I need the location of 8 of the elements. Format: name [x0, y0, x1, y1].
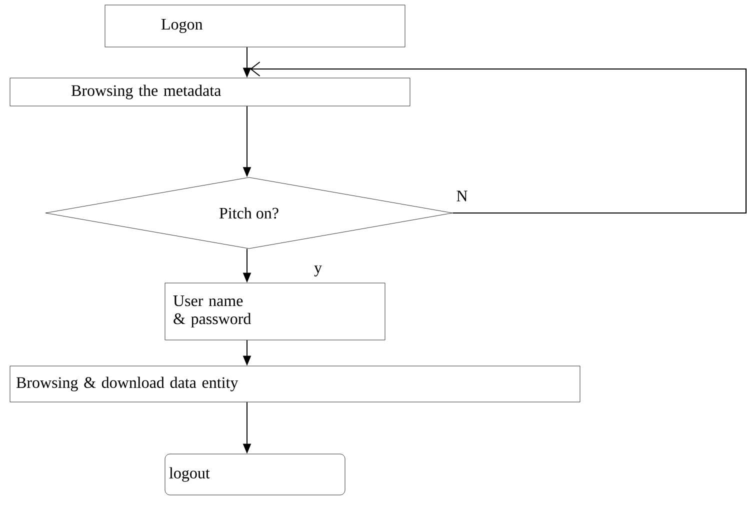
terminal-box: logout — [164, 454, 346, 496]
process-box: Browsing the metadata — [10, 78, 410, 106]
edge-label: y — [313, 264, 323, 278]
edge-label: N — [455, 190, 469, 202]
process-box: Browsing & download data entity — [10, 366, 580, 402]
process-box: Logon — [104, 4, 406, 48]
process-box: User name & password — [164, 282, 386, 340]
arrow — [250, 62, 746, 214]
